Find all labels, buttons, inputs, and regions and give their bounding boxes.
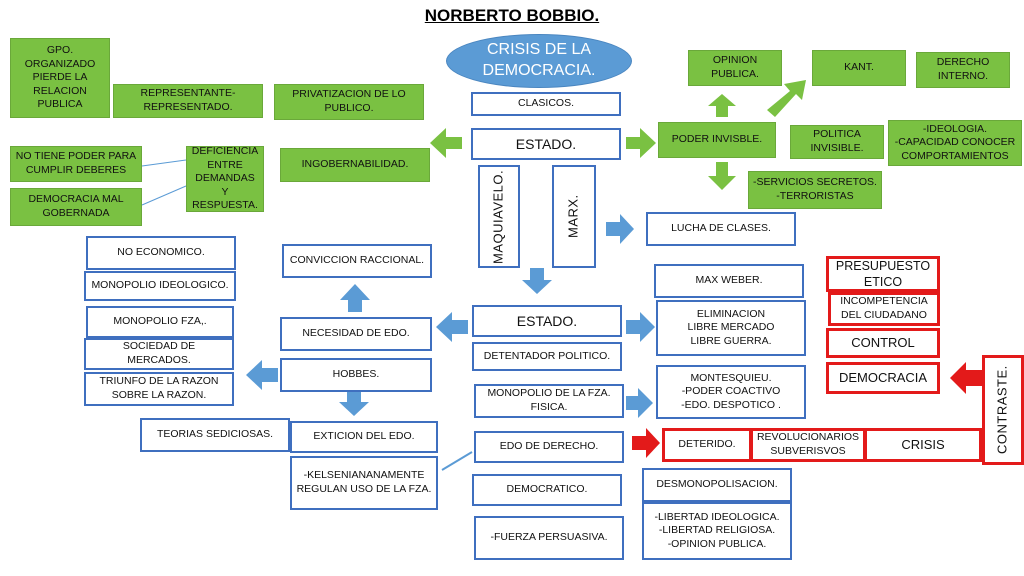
sociedad-mercados-box: SOCIEDAD DE MERCADOS. bbox=[84, 338, 234, 370]
deterido-box: DETERIDO. bbox=[662, 428, 752, 462]
estado-top-box: ESTADO. bbox=[471, 128, 621, 160]
blue-arrow-right bbox=[606, 214, 634, 244]
contraste-box: CONTRASTE. bbox=[982, 355, 1024, 465]
kant-box: KANT. bbox=[812, 50, 906, 86]
representante-box: REPRESENTANTE- REPRESENTADO. bbox=[113, 84, 263, 118]
presupuesto-etico-box: PRESUPUESTO ETICO bbox=[826, 256, 940, 292]
conviccion-box: CONVICCION RACCIONAL. bbox=[282, 244, 432, 278]
red-arrow-left bbox=[950, 362, 982, 394]
blue-arrow-left bbox=[436, 312, 468, 342]
page-title: NORBERTO BOBBIO. bbox=[424, 6, 600, 25]
no-tiene-poder-box: NO TIENE PODER PARA CUMPLIR DEBERES bbox=[10, 146, 142, 182]
detentador-box: DETENTADOR POLITICO. bbox=[472, 342, 622, 371]
red-arrow-right bbox=[632, 428, 660, 458]
green-arrow-up bbox=[708, 94, 736, 117]
incompetencia-box: INCOMPETENCIA DEL CIUDADANO bbox=[828, 292, 940, 326]
teorias-sediciosas-box: TEORIAS SEDICIOSAS. bbox=[140, 418, 290, 452]
maquiavelo-box: MAQUIAVELO. bbox=[478, 165, 520, 268]
democracia-mal-box: DEMOCRACIA MAL GOBERNADA bbox=[10, 188, 142, 226]
green-arrow-down bbox=[708, 162, 736, 190]
necesidad-edo-box: NECESIDAD DE EDO. bbox=[280, 317, 432, 351]
gpo-organizado-box: GPO. ORGANIZADO PIERDE LA RELACION PUBLI… bbox=[10, 38, 110, 118]
triunfo-razon-box: TRIUNFO DE LA RAZON SOBRE LA RAZON. bbox=[84, 372, 234, 406]
connector-line bbox=[441, 451, 473, 471]
politica-invisible-box: POLITICA INVISIBLE. bbox=[790, 125, 884, 159]
libertades-box: -LIBERTAD IDEOLOGICA. -LIBERTAD RELIGIOS… bbox=[642, 502, 792, 560]
servicios-secretos-box: -SERVICIOS SECRETOS. -TERRORISTAS bbox=[748, 171, 882, 209]
hobbes-box: HOBBES. bbox=[280, 358, 432, 392]
max-weber-box: MAX WEBER. bbox=[654, 264, 804, 298]
privatizacion-box: PRIVATIZACION DE LO PUBLICO. bbox=[274, 84, 424, 120]
blue-arrow-down bbox=[339, 391, 369, 416]
connector-line bbox=[141, 185, 187, 206]
clasicos-box: CLASICOS. bbox=[471, 92, 621, 116]
derecho-interno-box: DERECHO INTERNO. bbox=[916, 52, 1010, 88]
blue-arrow-right bbox=[626, 312, 655, 342]
blue-arrow-up bbox=[340, 284, 370, 312]
no-economico-box: NO ECONOMICO. bbox=[86, 236, 236, 270]
control-box: CONTROL bbox=[826, 328, 940, 358]
kelseniana-box: -KELSENIANANAMENTE REGULAN USO DE LA FZA… bbox=[290, 456, 438, 510]
blue-arrow-left bbox=[246, 360, 278, 390]
deficiencia-box: DEFICIENCIA ENTRE DEMANDAS Y RESPUESTA. bbox=[186, 145, 264, 212]
green-arrow-right bbox=[626, 128, 656, 158]
poder-invisible-box: PODER INVISBLE. bbox=[658, 122, 776, 158]
blue-arrow-down bbox=[522, 268, 552, 294]
lucha-clases-box: LUCHA DE CLASES. bbox=[646, 212, 796, 246]
blue-arrow-right bbox=[626, 388, 653, 418]
connector-line bbox=[141, 159, 187, 167]
revolucionarios-box: REVOLUCIONARIOS SUBVERISVOS bbox=[750, 428, 866, 462]
crisis-democracia-ellipse: CRISIS DE LA DEMOCRACIA. bbox=[446, 34, 632, 88]
crisis-box: CRISIS bbox=[864, 428, 982, 462]
fuerza-persuasiva-box: -FUERZA PERSUASIVA. bbox=[474, 516, 624, 560]
ingobernabilidad-box: INGOBERNABILIDAD. bbox=[280, 148, 430, 182]
democracia-box: DEMOCRACIA bbox=[826, 362, 940, 394]
desmonopolisacion-box: DESMONOPOLISACION. bbox=[642, 468, 792, 502]
monopolio-fza-fisica-box: MONOPOLIO DE LA FZA. FISICA. bbox=[474, 384, 624, 418]
edo-derecho-box: EDO DE DERECHO. bbox=[474, 431, 624, 463]
monopolio-ideologico-box: MONOPOLIO IDEOLOGICO. bbox=[84, 271, 236, 301]
monopolio-fza-box: MONOPOLIO FZA,. bbox=[86, 306, 234, 338]
opinion-publica-box: OPINION PUBLICA. bbox=[688, 50, 782, 86]
ideologia-box: -IDEOLOGIA. -CAPACIDAD CONOCER COMPORTAM… bbox=[888, 120, 1022, 166]
eliminacion-box: ELIMINACION LIBRE MERCADO LIBRE GUERRA. bbox=[656, 300, 806, 356]
estado-mid-box: ESTADO. bbox=[472, 305, 622, 337]
montesquieu-box: MONTESQUIEU. -PODER COACTIVO -EDO. DESPO… bbox=[656, 365, 806, 419]
extincion-edo-box: EXTICION DEL EDO. bbox=[290, 421, 438, 453]
green-arrow-left bbox=[430, 128, 462, 158]
marx-box: MARX. bbox=[552, 165, 596, 268]
democratico-box: DEMOCRATICO. bbox=[472, 474, 622, 506]
